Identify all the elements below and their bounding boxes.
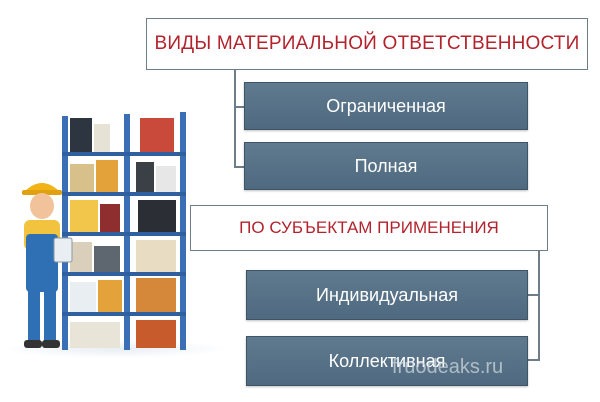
rack-upright-right xyxy=(180,112,186,350)
item-limited: Ограниченная xyxy=(244,82,528,130)
warehouse-rack-illustration xyxy=(62,112,186,350)
box-maroon xyxy=(100,204,120,232)
item-collective-label: Коллективная xyxy=(328,350,446,371)
worker-head xyxy=(30,193,54,219)
box-grey xyxy=(94,246,120,272)
item-collective: Коллективная xyxy=(246,336,528,386)
box-black xyxy=(136,162,154,192)
box-tan xyxy=(70,164,94,192)
helmet-icon xyxy=(24,183,60,192)
box-orange-2 xyxy=(98,280,122,312)
box-light xyxy=(94,124,110,152)
connector-branch-2b xyxy=(528,359,540,361)
subheading-box: ПО СУБЪЕКТАМ ПРИМЕНЕНИЯ xyxy=(190,205,548,251)
diagram-title: ВИДЫ МАТЕРИАЛЬНОЙ ОТВЕТСТВЕННОСТИ xyxy=(146,18,588,70)
rack-shelves xyxy=(62,152,186,316)
item-limited-label: Ограниченная xyxy=(326,95,446,116)
box-orange xyxy=(96,160,118,192)
watermark-text: fruodeaks.ru xyxy=(392,356,504,378)
box-cream xyxy=(136,240,176,272)
item-individual: Индивидуальная xyxy=(246,270,528,320)
box-red xyxy=(140,118,174,152)
connector-trunk-2 xyxy=(538,251,540,361)
connector-branch-1a xyxy=(234,106,246,108)
connector-trunk-1 xyxy=(234,70,236,168)
box-amber xyxy=(136,278,176,312)
box-pale xyxy=(70,282,96,312)
worker-overalls xyxy=(26,234,58,292)
box-yellow xyxy=(70,200,98,232)
worker-illustration xyxy=(22,183,73,348)
subheading-text: ПО СУБЪЕКТАМ ПРИМЕНЕНИЯ xyxy=(239,218,499,237)
item-full: Полная xyxy=(244,142,528,190)
box-white xyxy=(156,166,176,192)
item-individual-label: Индивидуальная xyxy=(316,284,458,305)
item-full-label: Полная xyxy=(354,155,418,176)
box-beige xyxy=(70,242,92,272)
box-dark xyxy=(70,118,92,152)
box-bottom-right xyxy=(136,320,176,348)
clipboard-icon xyxy=(53,237,73,263)
box-bottom-left xyxy=(70,322,120,348)
box-black-large xyxy=(138,200,176,232)
connector-branch-1b xyxy=(234,166,246,168)
diagram-title-text: ВИДЫ МАТЕРИАЛЬНОЙ ОТВЕТСТВЕННОСТИ xyxy=(154,33,580,54)
connector-branch-2a xyxy=(528,294,540,296)
